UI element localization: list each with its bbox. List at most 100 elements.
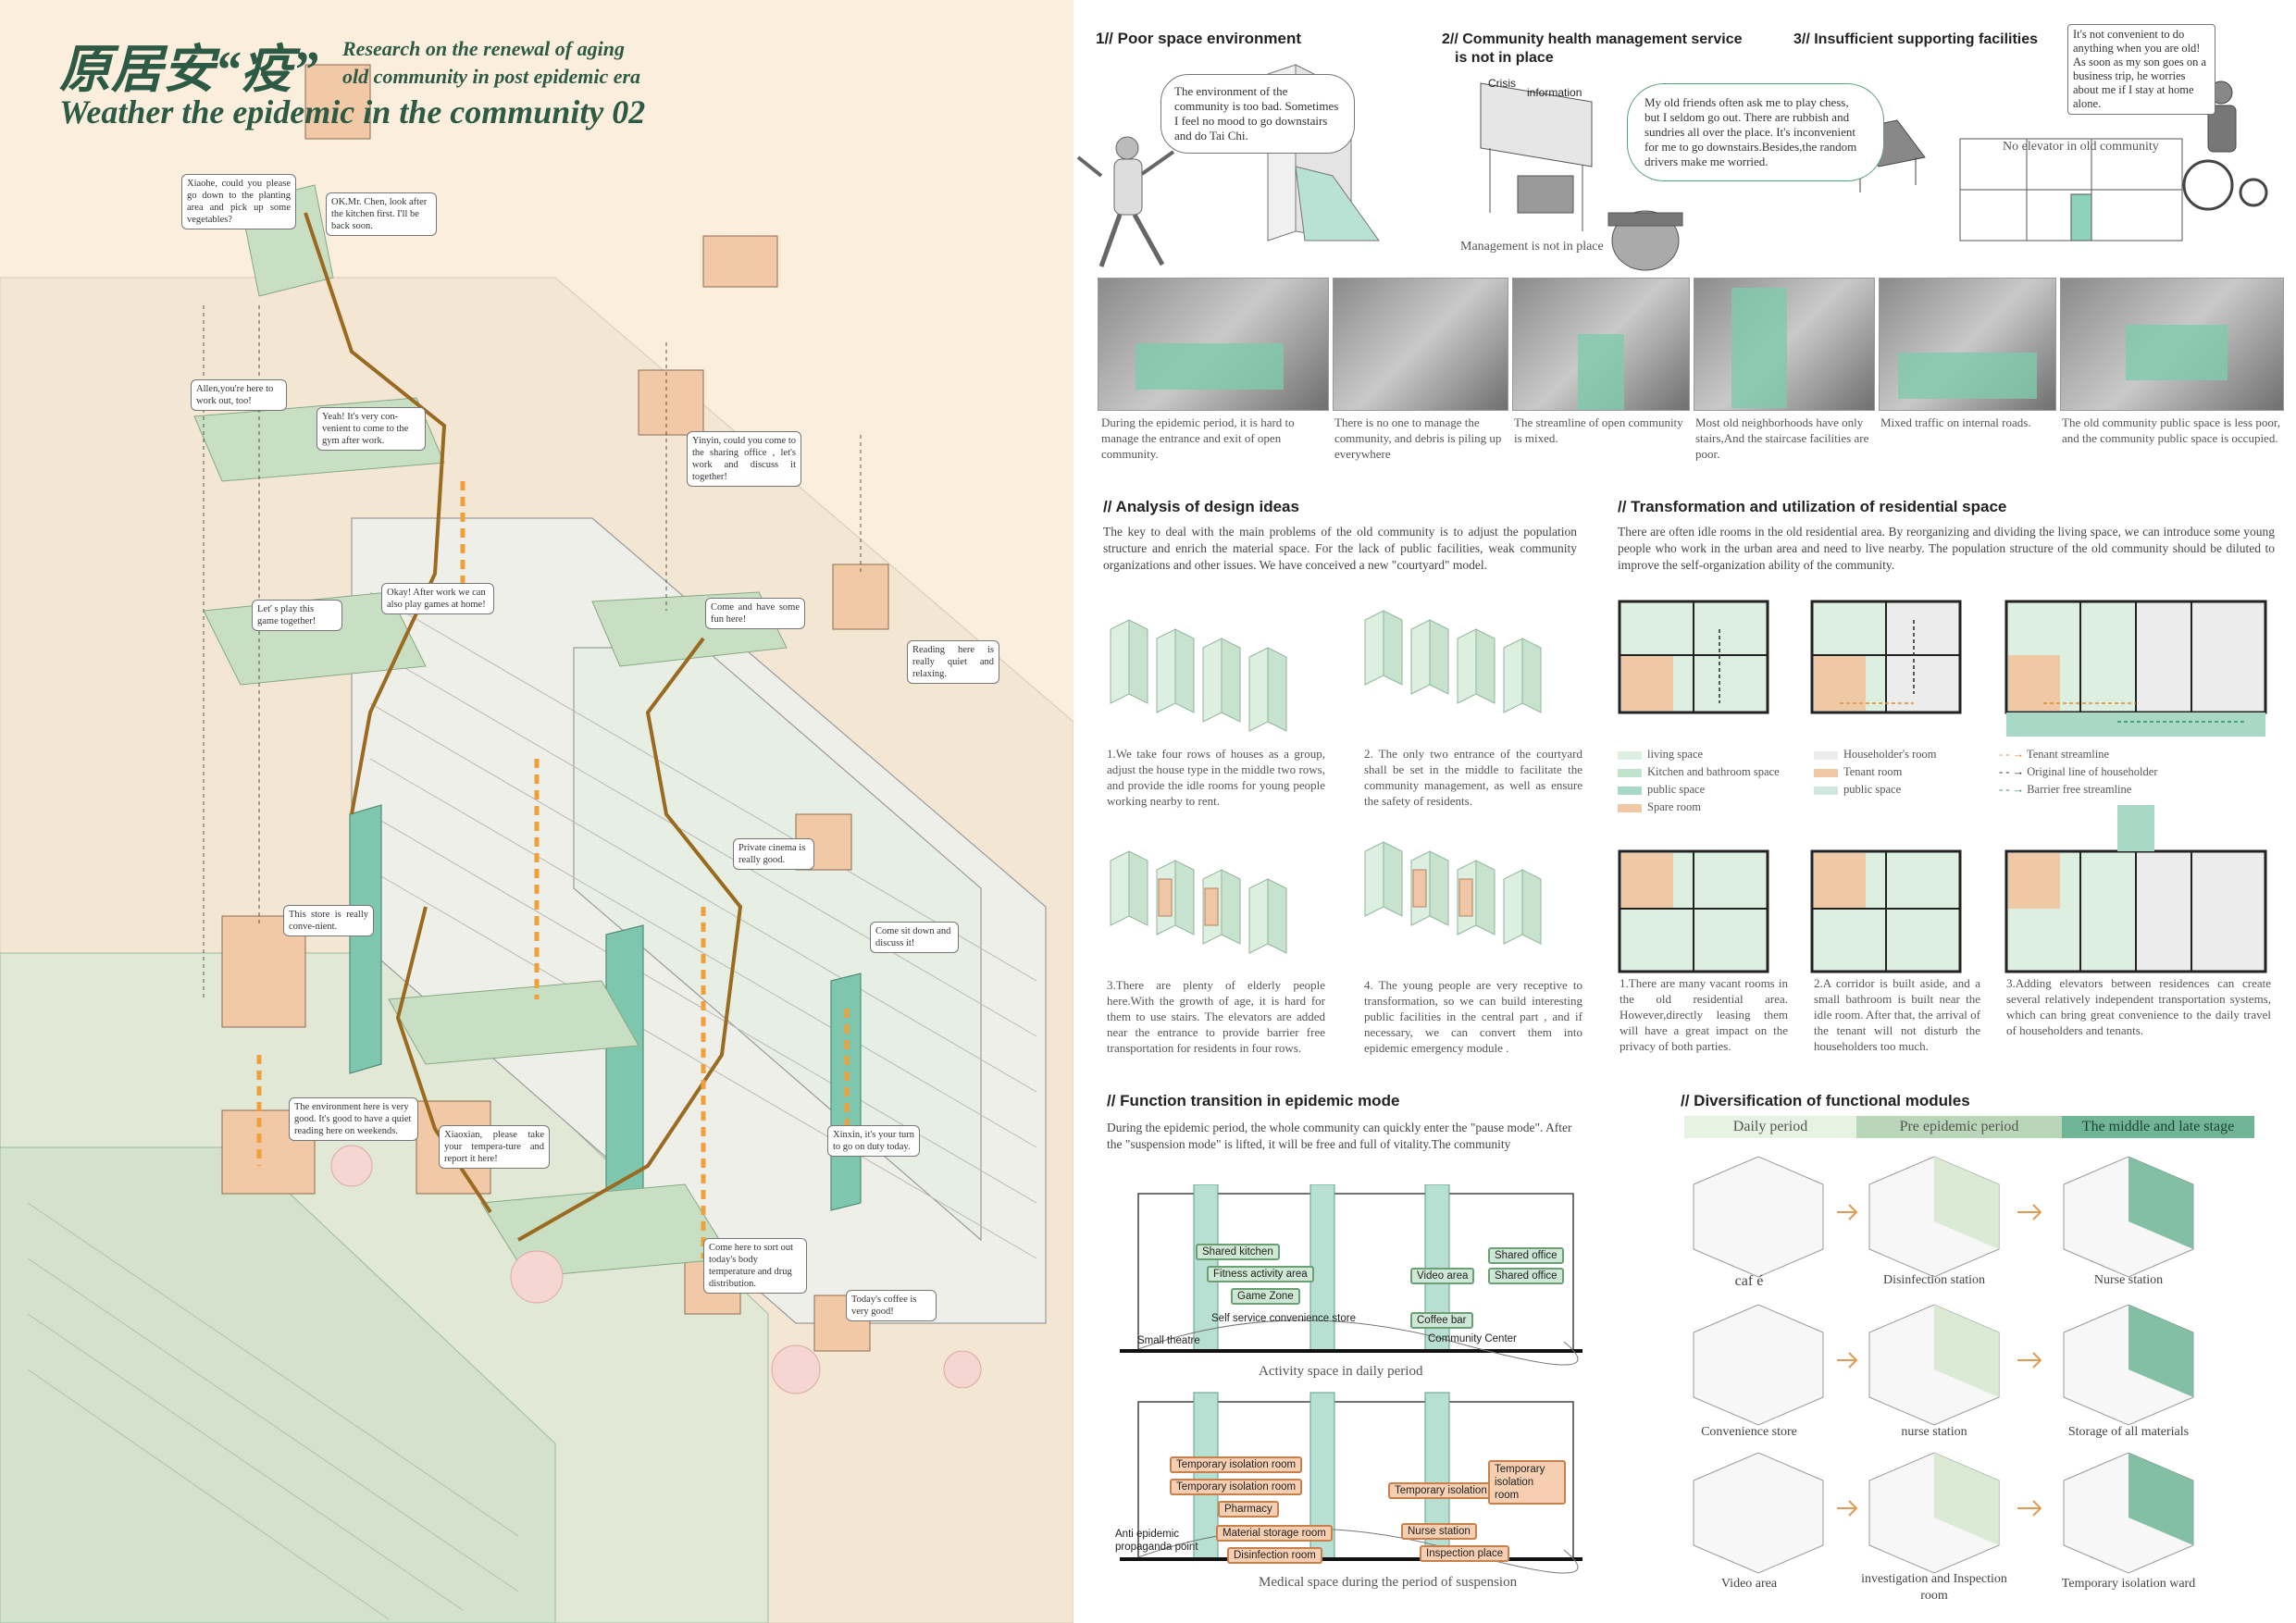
legend-item: Spare room: [1618, 800, 1793, 814]
quote-bubble-3: It's not convenient to do anything when …: [2067, 24, 2215, 115]
transform-step-1: 1.There are many vacant rooms in the old…: [1620, 976, 1788, 1053]
speech-bubble: Yinyin, could you come to the sharing of…: [687, 431, 801, 487]
module-label: Storage of all materials: [2067, 1425, 2190, 1439]
courtyard-diagrams: [1110, 610, 1542, 954]
transform-heading: // Transformation and utilization of res…: [1618, 498, 2007, 515]
module-label: Temporary isolation ward: [2061, 1577, 2196, 1591]
legend-label: Tenant room: [1843, 765, 1903, 778]
photo-public-space: [2060, 278, 2284, 411]
legend-label: Householder's room: [1843, 748, 1937, 761]
elevator-label: No elevator in old community: [2003, 140, 2159, 154]
legend-label: Original line of householder: [2027, 765, 2158, 778]
subtitle: Research on the renewal of aging old com…: [342, 35, 640, 91]
speech-bubble: Let' s play this game together!: [252, 600, 342, 631]
analysis-step-2: 2. The only two entrance of the courtyar…: [1364, 747, 1582, 808]
photo-caption: The streamline of open community is mixe…: [1514, 415, 1683, 445]
speech-bubble: Yeah! It's very con-venient to come to t…: [316, 407, 426, 451]
photo-streamline: [1512, 278, 1690, 411]
medical-caption: Medical space during the period of suspe…: [1259, 1575, 1518, 1590]
legend-item: - - → Tenant streamline: [1999, 748, 2110, 761]
module-label: Nurse station: [2093, 1273, 2164, 1287]
daily-tag: Video area: [1410, 1268, 1475, 1284]
phase-daily: Daily period: [1684, 1116, 1856, 1138]
swatch: [1618, 750, 1642, 760]
quote-bubble-2: My old friends often ask me to play ches…: [1627, 83, 1884, 181]
legend-item: - - → Original line of householder: [1999, 765, 2158, 778]
legend-label: public space: [1647, 783, 1706, 796]
quote-bubble-1: The environment of the community is too …: [1160, 74, 1355, 154]
swatch: [1814, 750, 1838, 760]
transform-step-3: 3.Adding elevators between residences ca…: [2006, 976, 2271, 1037]
daily-tag: Self service convenience store: [1211, 1313, 1356, 1324]
sign-information: information: [1527, 86, 1582, 99]
subtitle-line2: old community in post epidemic era: [342, 65, 641, 88]
daily-tag: Shared office: [1488, 1268, 1564, 1284]
medical-tag: Inspection place: [1420, 1545, 1510, 1562]
medical-tag: Disinfection room: [1227, 1547, 1322, 1564]
speech-bubble: OK.Mr. Chen, look after the kitchen firs…: [326, 192, 437, 236]
medical-tag: Temporary isolation room: [1388, 1482, 1521, 1499]
floor-plans: [1618, 600, 2267, 973]
speech-bubble: Come and have some fun here!: [705, 598, 805, 629]
speech-bubble: Allen,you're here to work out, too!: [191, 379, 287, 411]
photo-caption: During the epidemic period, it is hard t…: [1101, 415, 1295, 461]
medical-tag: Anti epidemic propaganda point: [1115, 1529, 1198, 1553]
axonometric-panel: 原居安“疫” Research on the renewal of aging …: [0, 0, 1074, 1623]
problem-heading-1: 1// Poor space environment: [1096, 30, 1302, 47]
legend-col-1: living space Kitchen and bathroom space …: [1618, 748, 1793, 814]
management-label: Management is not in place: [1460, 240, 1604, 254]
legend-item: Kitchen and bathroom space: [1618, 765, 1793, 779]
legend-col-2: Householder's room Tenant room public sp…: [1814, 748, 1980, 797]
title-chinese: 原居安“疫”: [59, 42, 318, 99]
legend-label: Barrier free streamline: [2027, 783, 2132, 796]
legend-label: living space: [1647, 748, 1704, 761]
module-label: investigation and Inspection room: [1861, 1572, 2007, 1603]
analysis-panel: 1// Poor space environment 2// Community…: [1074, 0, 2296, 1623]
photo-entrance: [1098, 278, 1329, 411]
analysis-step-3: 3.There are plenty of elderly people her…: [1107, 978, 1325, 1055]
swatch: [1814, 768, 1838, 777]
speech-bubble: Today's coffee is very good!: [846, 1290, 937, 1321]
daily-tag: Shared kitchen: [1196, 1244, 1280, 1260]
speech-bubble: Xinxin, it's your turn to go on duty tod…: [827, 1125, 920, 1157]
daily-caption: Activity space in daily period: [1259, 1364, 1423, 1379]
module-label: Video area: [1720, 1577, 1778, 1591]
daily-tag: Game Zone: [1231, 1288, 1300, 1305]
daily-tag: Community Center: [1428, 1333, 1517, 1344]
swatch: [1618, 768, 1642, 777]
photo-caption: The old community public space is less p…: [2062, 415, 2280, 445]
problem-heading-3: 3// Insufficient supporting facilities: [1793, 31, 2039, 47]
legend-label: Spare room: [1647, 800, 1701, 813]
legend-item: public space: [1814, 783, 1980, 797]
subtitle-line1: Research on the renewal of aging: [342, 37, 625, 60]
function-intro: During the epidemic period, the whole co…: [1107, 1121, 1572, 1151]
axonometric-drawing: [0, 64, 1074, 1623]
speech-bubble: Xiaoxian, please take your tempera-ture …: [439, 1125, 550, 1169]
speech-bubble: Xiaohe, could you please go down to the …: [181, 174, 296, 229]
phase-middle-late: The middle and late stage: [2062, 1116, 2254, 1138]
photo-caption: Most old neighborhoods have only stairs,…: [1695, 415, 1869, 461]
function-heading: // Function transition in epidemic mode: [1107, 1092, 1400, 1109]
speech-bubble: The environment here is very good. It's …: [289, 1097, 418, 1141]
speech-bubble: Come here to sort out today's body tempe…: [703, 1238, 807, 1294]
swatch: [1618, 803, 1642, 812]
phase-pre-epidemic: Pre epidemic period: [1856, 1116, 2062, 1138]
legend-item: - - → Barrier free streamline: [1999, 783, 2132, 796]
legend-label: Tenant streamline: [2026, 748, 2110, 761]
transform-step-2: 2.A corridor is built aside, and a small…: [1814, 976, 1980, 1053]
medical-tag: Pharmacy: [1218, 1501, 1279, 1518]
medical-tag: Material storage room: [1216, 1525, 1333, 1542]
legend-label: public space: [1843, 783, 1902, 796]
photo-traffic: [1879, 278, 2056, 411]
legend-item: Householder's room: [1814, 748, 1980, 762]
photo-stairs: [1694, 278, 1875, 411]
speech-bubble: Come sit down and discuss it!: [870, 922, 959, 953]
speech-bubble: Okay! After work we can also play games …: [381, 583, 494, 614]
legend-label: Kitchen and bathroom space: [1647, 765, 1780, 778]
daily-tag: Small theatre: [1137, 1335, 1200, 1346]
legend-item: Tenant room: [1814, 765, 1980, 779]
photo-debris: [1333, 278, 1508, 411]
analysis-step-4: 4. The young people are very receptive t…: [1364, 978, 1582, 1055]
analysis-intro: The key to deal with the main problems o…: [1103, 525, 1577, 572]
medical-tag: Temporary isolation room: [1488, 1460, 1566, 1505]
